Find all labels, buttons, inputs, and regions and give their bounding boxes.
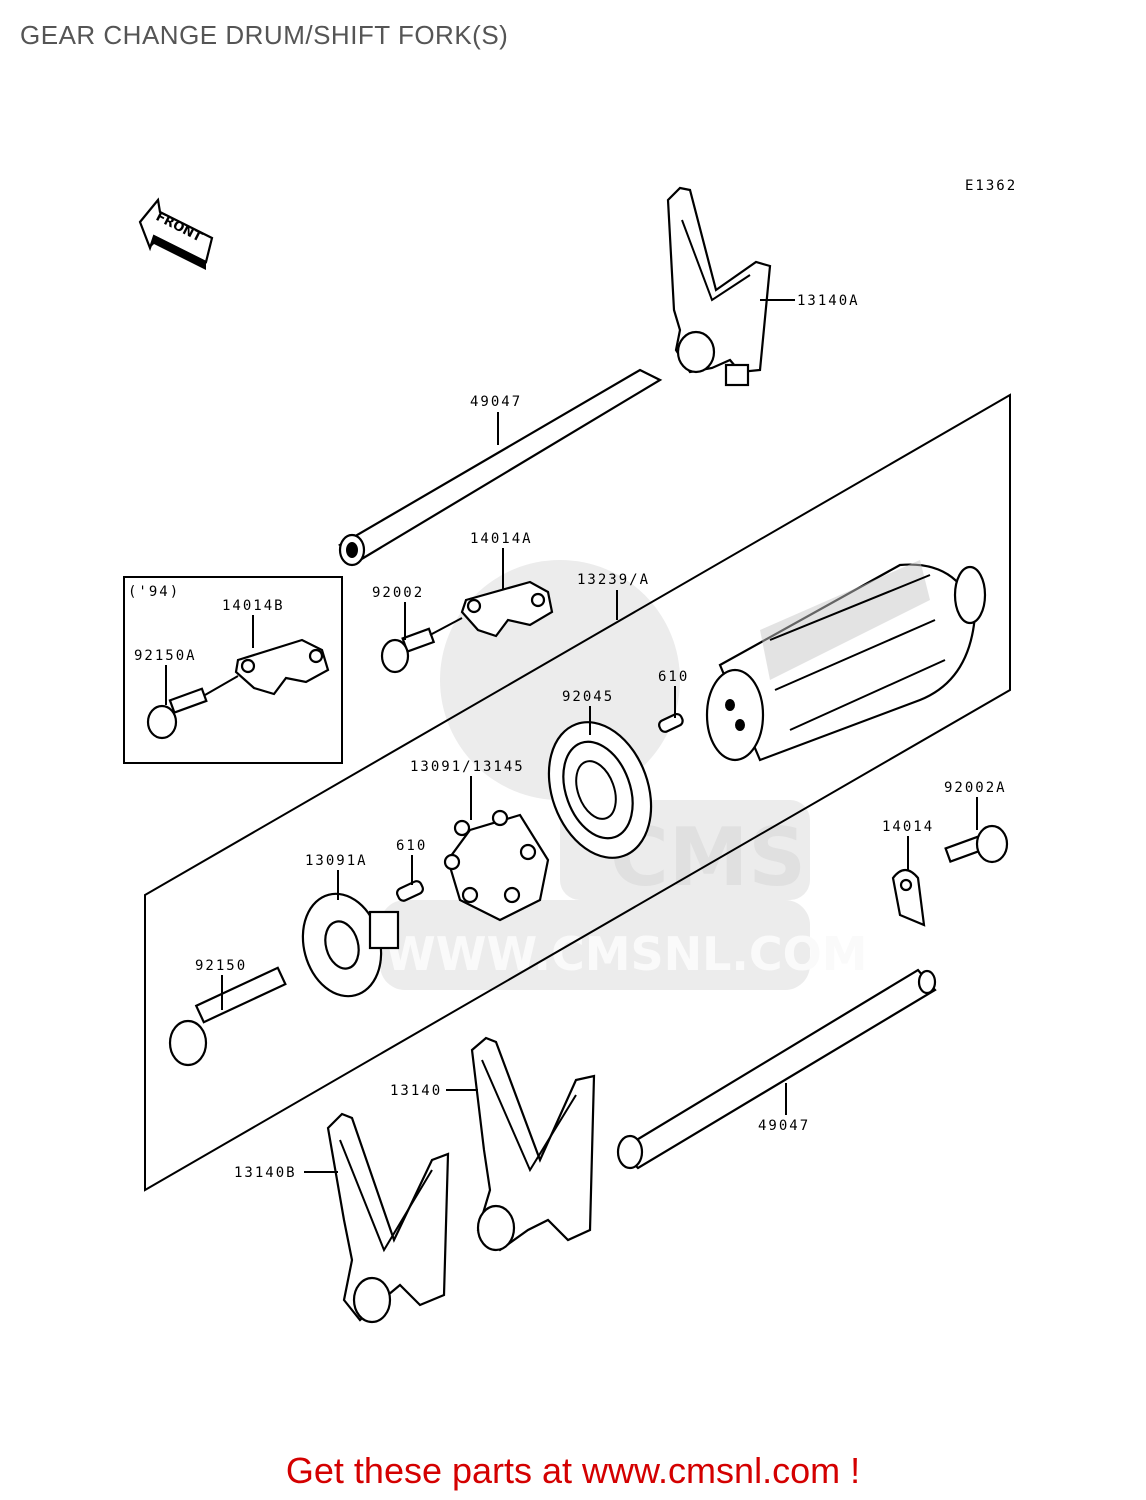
label-92002A: 92002A <box>944 780 1007 796</box>
bolt-92150 <box>168 966 287 1067</box>
label-13140: 13140 <box>390 1083 442 1099</box>
drum-assembly-frame <box>144 393 1011 1192</box>
label-14014A: 14014A <box>470 531 533 547</box>
bracket-14014 <box>891 868 926 927</box>
inset-94-label: ('94) <box>128 584 180 600</box>
label-13091-13145: 13091/13145 <box>410 759 525 775</box>
label-49047-bottom: 49047 <box>758 1118 810 1134</box>
pin-plate-13091-13145 <box>443 809 550 922</box>
label-13091A: 13091A <box>305 853 368 869</box>
bearing-92045 <box>547 721 653 859</box>
bolt-92002A <box>944 824 1009 864</box>
plate-14014A <box>460 580 554 638</box>
label-14014: 14014 <box>882 819 934 835</box>
leader-92002-to-plate <box>429 617 463 636</box>
shift-drum <box>705 560 987 762</box>
label-13140B: 13140B <box>234 1165 297 1181</box>
label-92150A: 92150A <box>134 648 197 664</box>
label-92150: 92150 <box>195 958 247 974</box>
footer-link-text[interactable]: Get these parts at www.cmsnl.com ! <box>285 1450 861 1491</box>
bolt-92150A <box>146 687 208 740</box>
label-13140A: 13140A <box>797 293 860 309</box>
shift-rod-49047-bottom <box>616 968 937 1170</box>
label-13239A: 13239/A <box>577 572 650 588</box>
bolt-92002 <box>380 627 436 674</box>
label-49047-top: 49047 <box>470 394 522 410</box>
front-arrow-icon: FRONT <box>138 197 214 270</box>
page-title: GEAR CHANGE DRUM/SHIFT FORK(S) <box>20 20 509 50</box>
inset-94-box <box>123 576 343 764</box>
label-14014B: 14014B <box>222 598 285 614</box>
shift-fork-13140 <box>470 1036 596 1252</box>
label-92045: 92045 <box>562 689 614 705</box>
pin-610-mid <box>396 880 424 902</box>
leader-92150A-to-plate <box>204 675 239 696</box>
label-610-mid: 610 <box>396 838 427 854</box>
shift-fork-13140A <box>666 186 772 387</box>
shift-rod-49047-top <box>338 368 663 567</box>
pin-610-top <box>658 712 684 733</box>
diagram-code: E1362 <box>965 178 1017 194</box>
label-610-top: 610 <box>658 669 689 685</box>
watermark-url: WWW.CMSNL.COM <box>385 927 868 981</box>
plate-14014B <box>234 638 330 696</box>
label-92002: 92002 <box>372 585 424 601</box>
shift-fork-13140B <box>326 1112 450 1324</box>
cam-plate-13091A <box>301 892 400 998</box>
